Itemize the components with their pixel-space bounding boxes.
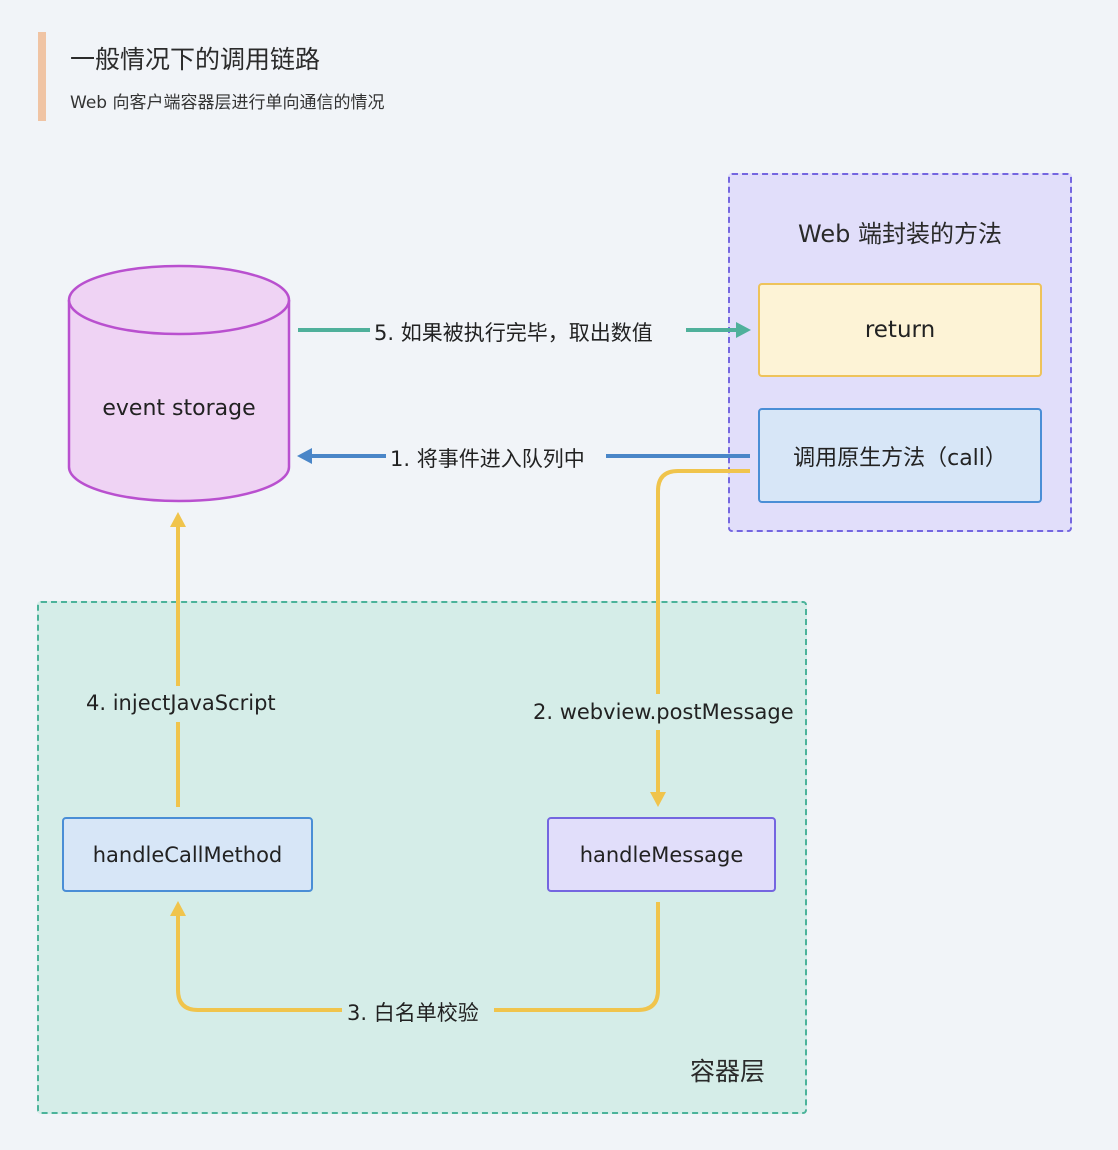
- container-layer-group-label: 容器层: [690, 1057, 766, 1086]
- return-node-label: return: [864, 317, 936, 343]
- edge-step4: [170, 512, 186, 807]
- edge-step2: [650, 469, 750, 807]
- edge-step4-label: 4. injectJavaScript: [86, 691, 276, 715]
- edge-step1: [297, 448, 750, 464]
- page-subtitle: Web 向客户端容器层进行单向通信的情况: [70, 93, 385, 113]
- edge-step2-label: 2. webview.postMessage: [533, 700, 794, 724]
- edge-step3: [170, 901, 660, 1012]
- edge-step5: [298, 322, 751, 338]
- page-title: 一般情况下的调用链路: [70, 45, 321, 74]
- event-storage-node[interactable]: [67, 264, 291, 503]
- handle-message-label: handleMessage: [579, 842, 744, 867]
- handle-call-method-node[interactable]: handleCallMethod: [62, 817, 313, 892]
- title-accent-bar: [38, 32, 46, 121]
- web-methods-group-label: Web 端封装的方法: [798, 220, 1002, 248]
- call-native-method-label: 调用原生方法（call）: [793, 445, 1007, 471]
- handle-call-method-label: handleCallMethod: [92, 842, 283, 867]
- event-storage-label: event storage: [102, 396, 256, 421]
- edge-step3-label: 3. 白名单校验: [347, 1001, 479, 1025]
- call-native-method-node[interactable]: 调用原生方法（call）: [758, 408, 1042, 503]
- edge-step5-label: 5. 如果被执行完毕，取出数值: [374, 321, 653, 345]
- handle-message-node[interactable]: handleMessage: [547, 817, 776, 892]
- return-node[interactable]: return: [758, 283, 1042, 377]
- edge-step1-label: 1. 将事件进入队列中: [390, 447, 585, 471]
